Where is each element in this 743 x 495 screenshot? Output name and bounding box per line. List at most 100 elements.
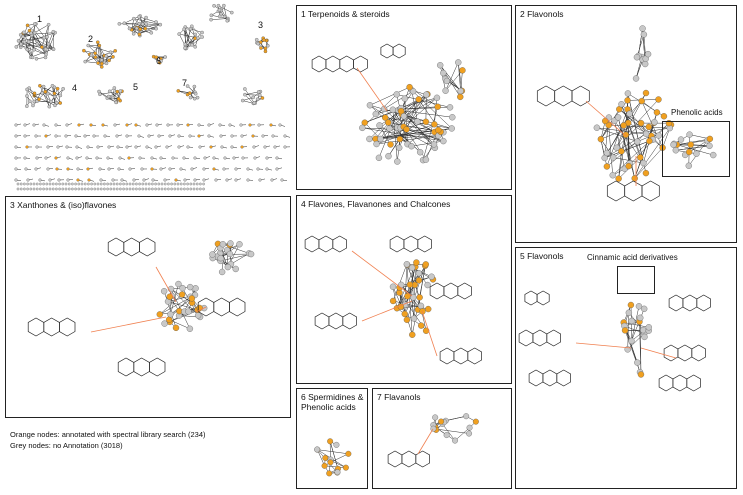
structure-ring	[664, 345, 678, 361]
network-node	[164, 179, 167, 182]
network-node	[155, 27, 158, 30]
network-node	[327, 438, 333, 444]
network-node	[15, 168, 18, 171]
network-node	[210, 146, 213, 149]
singleton-node	[90, 188, 92, 190]
network-node	[148, 135, 151, 138]
network-node	[177, 89, 180, 92]
network-node	[105, 54, 108, 57]
network-node	[178, 32, 181, 35]
network-node	[467, 425, 473, 431]
network-node	[77, 179, 80, 182]
network-node	[314, 447, 320, 453]
network-node	[221, 146, 224, 149]
network-node	[376, 155, 382, 161]
network-node	[397, 136, 403, 142]
network-node	[346, 451, 352, 457]
annotation-link	[576, 343, 631, 348]
singleton-node	[87, 188, 89, 190]
network-node	[96, 157, 99, 160]
network-node	[193, 285, 199, 291]
network-node	[198, 135, 201, 138]
network-node	[615, 114, 621, 120]
network-node	[39, 179, 42, 182]
singleton-node	[129, 183, 131, 185]
network-node	[194, 157, 197, 160]
network-node	[144, 27, 147, 30]
network-node	[610, 155, 616, 161]
network-node	[642, 61, 648, 67]
network-edge	[211, 19, 228, 20]
singleton-node	[148, 188, 150, 190]
singleton-node	[106, 183, 108, 185]
network-node	[417, 149, 423, 155]
network-node	[220, 135, 223, 138]
structure-ring	[607, 181, 624, 201]
singleton-node	[154, 183, 156, 185]
network-node	[626, 310, 632, 316]
singleton-node	[71, 183, 73, 185]
network-node	[638, 371, 644, 377]
structure-ring	[229, 298, 245, 316]
singleton-node	[164, 183, 166, 185]
annotation-link	[422, 311, 437, 356]
structure-ring	[343, 313, 357, 329]
network-node	[139, 157, 142, 160]
network-node	[208, 135, 211, 138]
network-node	[373, 111, 379, 117]
network-node	[111, 96, 114, 99]
singleton-node	[71, 188, 73, 190]
structure-ring	[454, 348, 468, 364]
network-node	[183, 157, 186, 160]
network-node	[180, 168, 183, 171]
singleton-node	[132, 188, 134, 190]
network-node	[633, 75, 639, 81]
singleton-node	[23, 183, 25, 185]
singleton-node	[68, 188, 70, 190]
network-node	[194, 45, 197, 48]
network-node	[184, 179, 187, 182]
network-node	[117, 97, 120, 100]
network-node	[104, 135, 107, 138]
singleton-node	[74, 188, 76, 190]
network-node	[281, 179, 284, 182]
network-node	[126, 146, 129, 149]
network-node	[639, 98, 645, 104]
network-node	[634, 54, 640, 60]
network-node	[191, 43, 194, 46]
network-node	[423, 157, 429, 163]
network-node	[213, 157, 216, 160]
singleton-node	[113, 188, 115, 190]
network-node	[223, 168, 226, 171]
network-node	[401, 113, 407, 119]
structure-ring	[124, 238, 140, 256]
network-node	[641, 306, 647, 312]
network-node	[38, 84, 41, 87]
network-node	[209, 252, 215, 258]
structure-ring	[315, 313, 329, 329]
panel-flavanols: 7 Flavanols	[372, 388, 512, 489]
network-node	[77, 168, 80, 171]
singleton-node	[68, 183, 70, 185]
network-node	[157, 311, 163, 317]
singleton-node	[154, 188, 156, 190]
network-node	[266, 44, 269, 47]
network-node	[23, 40, 26, 43]
network-node	[416, 96, 422, 102]
singleton-node	[78, 188, 80, 190]
network-node	[255, 38, 258, 41]
network-node	[143, 179, 146, 182]
network-node	[218, 15, 221, 18]
network-node	[227, 240, 233, 246]
network-node	[26, 146, 29, 149]
network-node	[28, 100, 31, 103]
network-node	[56, 87, 59, 90]
singleton-node	[116, 183, 118, 185]
singleton-node	[97, 183, 99, 185]
network-node	[398, 282, 404, 288]
network-node	[76, 146, 79, 149]
network-node	[155, 146, 158, 149]
network-node	[194, 33, 197, 36]
network-node	[457, 94, 463, 100]
network-node	[58, 179, 61, 182]
